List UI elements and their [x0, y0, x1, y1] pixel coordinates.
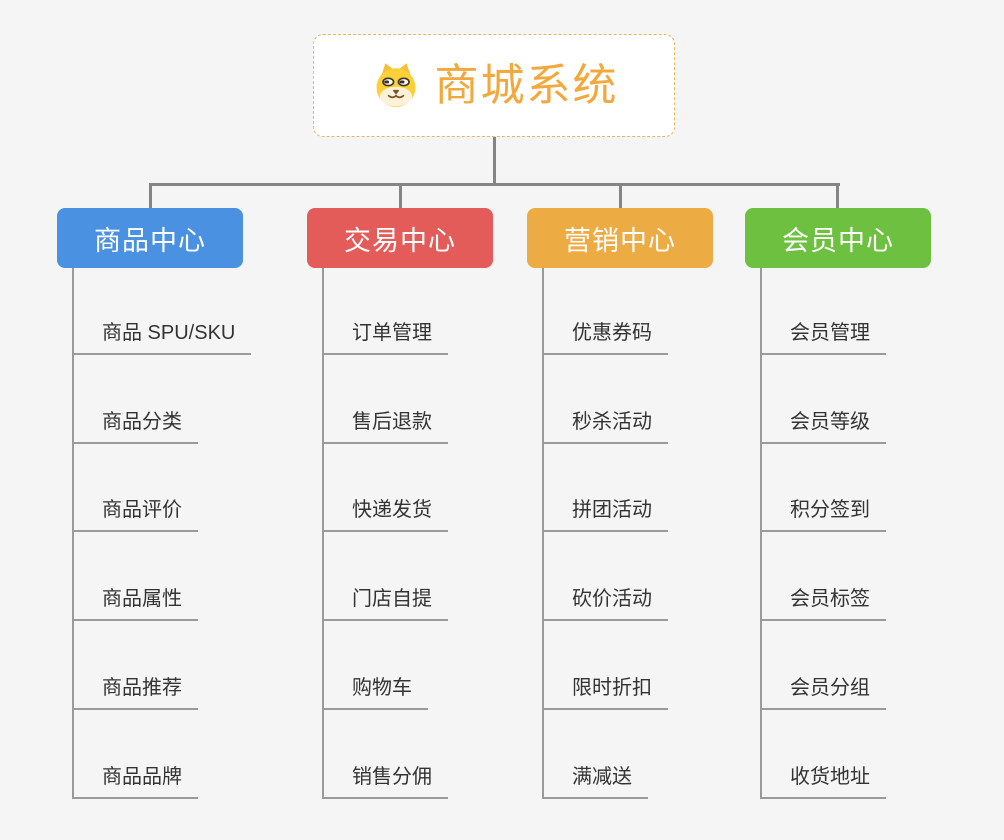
root-title: 商城系统	[434, 60, 619, 110]
child-node[interactable]: 订单管理	[322, 320, 448, 355]
connector-drop-line	[619, 184, 622, 209]
child-node[interactable]: 销售分佣	[322, 764, 448, 799]
child-node[interactable]: 拼团活动	[542, 497, 668, 532]
connector-drop-line	[149, 184, 152, 209]
child-node[interactable]: 优惠券码	[542, 320, 668, 355]
child-node[interactable]: 商品评价	[72, 497, 198, 532]
child-node[interactable]: 收货地址	[760, 764, 886, 799]
branch-trunk-line	[542, 268, 544, 799]
branch-node-trade-center[interactable]: 交易中心	[307, 208, 493, 268]
child-node[interactable]: 商品属性	[72, 586, 198, 621]
branch-trunk-line	[72, 268, 74, 799]
child-node[interactable]: 满减送	[542, 764, 648, 799]
child-node[interactable]: 商品分类	[72, 409, 198, 444]
connector-bus-line	[149, 183, 840, 186]
branch-trunk-line	[760, 268, 762, 799]
child-node[interactable]: 商品 SPU/SKU	[72, 320, 252, 355]
connector-root-stub	[493, 137, 496, 186]
dog-face-icon	[370, 60, 422, 112]
child-node[interactable]: 限时折扣	[542, 675, 668, 710]
branch-node-member-center[interactable]: 会员中心	[745, 208, 931, 268]
connector-drop-line	[399, 184, 402, 209]
child-node[interactable]: 会员等级	[760, 409, 886, 444]
child-node[interactable]: 积分签到	[760, 497, 886, 532]
child-node[interactable]: 商品品牌	[72, 764, 198, 799]
root-node[interactable]: 商城系统	[313, 34, 675, 137]
branch-trunk-line	[322, 268, 324, 799]
child-node[interactable]: 售后退款	[322, 409, 448, 444]
child-node[interactable]: 会员管理	[760, 320, 886, 355]
connector-drop-line	[836, 184, 839, 209]
child-node[interactable]: 购物车	[322, 675, 428, 710]
child-node[interactable]: 会员分组	[760, 675, 886, 710]
child-node[interactable]: 秒杀活动	[542, 409, 668, 444]
child-node[interactable]: 商品推荐	[72, 675, 198, 710]
child-node[interactable]: 快递发货	[322, 497, 448, 532]
branch-node-product-center[interactable]: 商品中心	[57, 208, 243, 268]
child-node[interactable]: 门店自提	[322, 586, 448, 621]
child-node[interactable]: 砍价活动	[542, 586, 668, 621]
branch-node-marketing-center[interactable]: 营销中心	[527, 208, 713, 268]
child-node[interactable]: 会员标签	[760, 586, 886, 621]
